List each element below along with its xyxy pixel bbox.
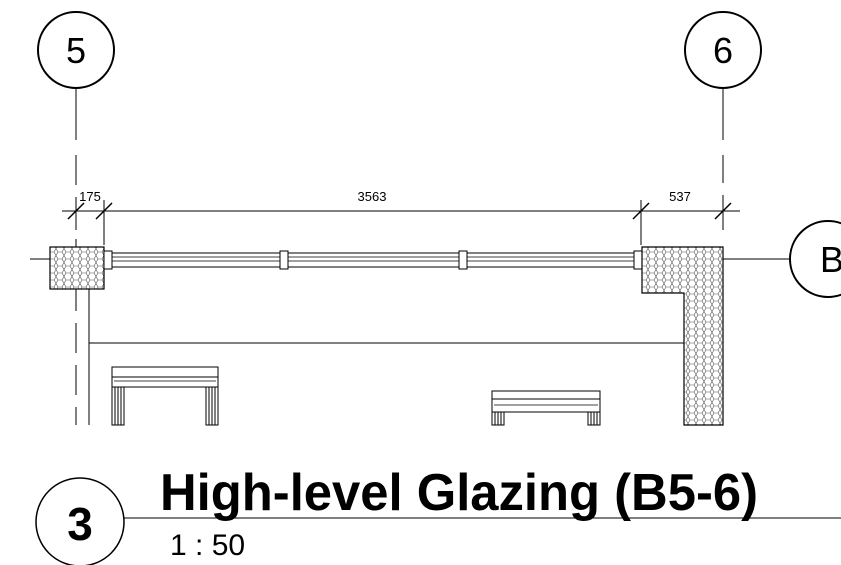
dimension-175: 175 [79, 189, 101, 204]
grid-label-6: 6 [713, 30, 733, 71]
dimension-537: 537 [669, 189, 691, 204]
grid-line-6: 6 [684, 11, 762, 230]
view-title: High-level Glazing (B5-6) [160, 464, 758, 522]
view-number: 3 [67, 498, 93, 550]
lower-outline [88, 289, 684, 425]
view-scale: 1 : 50 [170, 529, 245, 562]
right-wall-section [641, 246, 724, 426]
dimension-string: 175 3563 537 [62, 189, 740, 245]
furniture-left [111, 366, 219, 426]
left-wall-section [49, 246, 105, 290]
view-number-bubble [35, 477, 125, 565]
view-title-block: 3 High-level Glazing (B5-6) 1 : 50 [35, 464, 841, 565]
furniture-right [491, 390, 601, 426]
glazing-unit [103, 250, 643, 270]
grid-label-b: B [820, 239, 841, 280]
grid-label-5: 5 [66, 30, 86, 71]
grid-bubble-b [789, 220, 841, 298]
dimension-3563: 3563 [358, 189, 387, 204]
